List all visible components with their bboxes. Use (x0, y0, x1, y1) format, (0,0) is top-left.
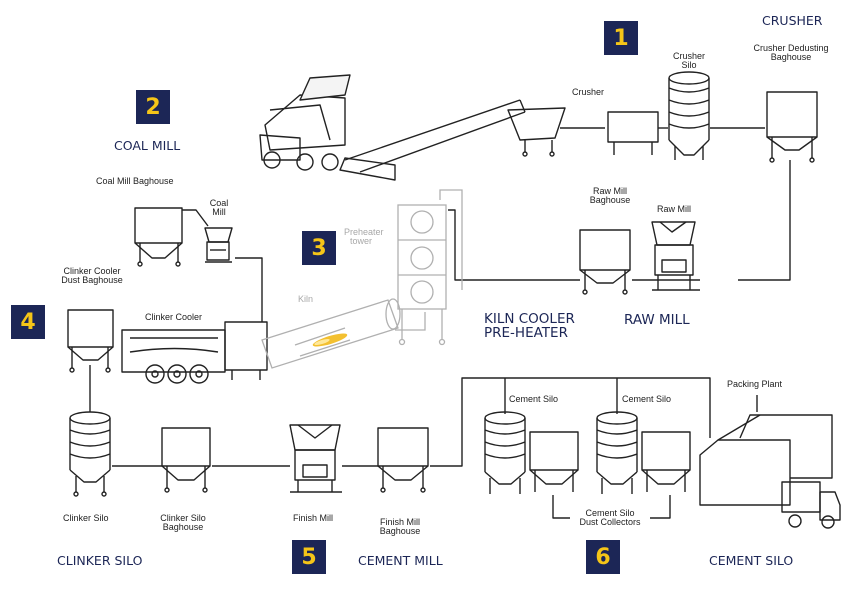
label-crusher-baghouse-1: Crusher Dedusting (753, 43, 829, 53)
label-crusher-baghouse-2: Baghouse (770, 52, 812, 62)
dust-collector-a (529, 431, 579, 492)
label-packing-plant: Packing Plant (727, 379, 783, 389)
label-dust-collectors-1: Cement Silo (570, 509, 650, 518)
label-coal-mill-2: Mill (212, 207, 226, 217)
crusher-baghouse (766, 91, 818, 163)
label-finish-mill: Finish Mill (293, 513, 334, 523)
section-clinker-silo: CLINKER SILO (57, 553, 143, 568)
kiln-flame (312, 333, 348, 347)
clinker-silo-baghouse (161, 427, 211, 493)
label-coal-mill-baghouse: Coal Mill Baghouse (96, 176, 174, 186)
label-clinker-silo: Clinker Silo (63, 513, 109, 523)
label-cement-silo-a: Cement Silo (509, 394, 559, 404)
coal-mill (204, 227, 233, 263)
feed-conveyor (339, 99, 526, 181)
label-crusher-silo-2: Silo (681, 60, 697, 70)
kiln-hood (224, 321, 268, 380)
label-clinker-cooler-baghouse-1: Clinker Cooler (63, 266, 121, 276)
clinker-silo (69, 411, 111, 497)
crusher-unit (507, 107, 566, 157)
coal-mill-baghouse (134, 207, 183, 267)
label-preheater-2: tower (350, 236, 373, 246)
finish-mill (289, 424, 342, 493)
section-raw-mill: RAW MILL (624, 312, 690, 328)
badge-5: 5 (292, 540, 326, 574)
badge-6: 6 (586, 540, 620, 574)
section-cement-mill: CEMENT MILL (358, 553, 443, 568)
cement-silo-a (484, 411, 526, 494)
label-raw-mill: Raw Mill (657, 204, 692, 214)
dump-truck (259, 74, 351, 171)
label-crusher-silo-1: Crusher (672, 51, 705, 61)
kiln-preheater-faded (261, 189, 463, 369)
label-kiln: Kiln (298, 294, 314, 304)
section-kiln-cooler-line1: KILN COOLER (484, 311, 575, 327)
label-clinker-cooler: Clinker Cooler (145, 312, 203, 322)
badge-1: 1 (604, 21, 638, 55)
delivery-truck (781, 481, 841, 529)
label-raw-mill-baghouse-2: Baghouse (589, 195, 631, 205)
section-crusher: CRUSHER (762, 13, 823, 28)
clinker-cooler (121, 329, 226, 384)
label-finish-mill-baghouse-1: Finish Mill (379, 517, 420, 527)
label-dust-collectors-2: Dust Collectors (570, 518, 650, 527)
label-coal-mill-1: Coal (209, 198, 229, 208)
crusher-silo (668, 71, 710, 160)
label-clinker-cooler-baghouse-2: Dust Baghouse (61, 275, 123, 285)
label-preheater-1: Preheater (344, 227, 384, 237)
label-raw-mill-baghouse-1: Raw Mill (592, 186, 627, 196)
badge-2: 2 (136, 90, 170, 124)
label-finish-mill-baghouse-2: Baghouse (379, 526, 421, 536)
finish-mill-baghouse (377, 427, 429, 493)
clinker-cooler-baghouse (67, 309, 114, 373)
label-cement-silo-b: Cement Silo (622, 394, 672, 404)
label-clinker-silo-baghouse-2: Baghouse (162, 522, 204, 532)
raw-mill (651, 221, 700, 291)
label-clinker-silo-baghouse-1: Clinker Silo (160, 513, 206, 523)
cement-silo-b (596, 411, 638, 494)
section-kiln-cooler-line2: PRE-HEATER (484, 325, 568, 341)
section-coal-mill: COAL MILL (114, 138, 181, 153)
badge-4: 4 (11, 305, 45, 339)
section-cement-silo: CEMENT SILO (709, 553, 794, 568)
raw-mill-baghouse (579, 229, 631, 295)
conveyor-pipes (89, 127, 791, 519)
label-crusher: Crusher (572, 87, 605, 97)
dust-collector-b (641, 431, 691, 492)
crusher-transfer-box (607, 111, 659, 155)
packing-plant (699, 414, 833, 506)
badge-3: 3 (302, 231, 336, 265)
